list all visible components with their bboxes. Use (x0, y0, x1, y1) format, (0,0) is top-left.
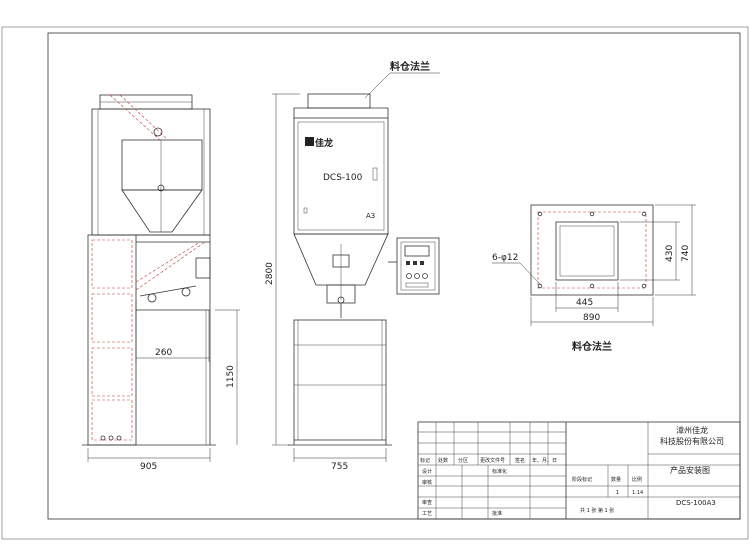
dim-755: 755 (331, 462, 348, 472)
inner-border (47, 32, 741, 520)
a3-mark: A3 (366, 212, 375, 220)
qty-value: 1 (616, 490, 619, 496)
hdr-scale: 比例 (632, 476, 642, 483)
hdr-qty: 数量 (611, 476, 621, 483)
dim-445: 445 (576, 298, 593, 308)
rev-hdr-doc: 更改文件号 (480, 457, 505, 464)
dim-740: 740 (681, 245, 691, 262)
dim-260: 260 (155, 348, 172, 358)
front-view: 料仓法兰 佳龙 DCS-100 A3 (265, 60, 440, 472)
rev-hdr-mark: 标记 (420, 457, 430, 464)
drawing-no: DCS-100A3 (676, 499, 716, 507)
side-view: 260 1150 905 (82, 94, 240, 472)
dim-holes: 6-φ12 (492, 253, 518, 263)
row-design: 设计 (422, 468, 432, 475)
rev-hdr-zone: 分区 (458, 457, 468, 464)
rev-hdr-sign: 签名 (515, 457, 525, 464)
scale-value: 1:14 (632, 490, 643, 496)
flange-view: 6-φ12 445 890 430 740 料仓法兰 (492, 204, 696, 353)
dim-2800: 2800 (265, 262, 275, 285)
rev-hdr-date: 年、月、日 (532, 457, 557, 464)
company-line2: 科技股份有限公司 (660, 436, 724, 446)
row-review: 审查 (422, 499, 432, 506)
drawing-name: 产品安装图 (670, 465, 710, 475)
hdr-stage: 阶段标记 (572, 476, 592, 483)
row-check: 审核 (422, 479, 432, 486)
title-block: 标记 处数 分区 更改文件号 签名 年、月、日 设计 审核 审查 工艺 标准化 … (417, 421, 741, 520)
sheet-info: 共 1 张 第 1 张 (580, 507, 614, 514)
brand-text: 佳龙 (315, 137, 333, 149)
dim-1150: 1150 (226, 365, 236, 388)
rev-hdr-count: 处数 (438, 457, 448, 464)
brand-logo (305, 137, 314, 146)
company-line1: 漳州佳龙 (676, 425, 708, 435)
model-on-panel: DCS-100 (323, 173, 363, 183)
label-flange-top: 料仓法兰 (390, 60, 430, 73)
std-label: 标准化 (492, 468, 507, 475)
label-flange-bottom: 料仓法兰 (572, 340, 612, 353)
approve-label: 批准 (492, 510, 502, 517)
row-process: 工艺 (422, 511, 432, 517)
outer-border (1, 26, 749, 540)
dim-890: 890 (583, 313, 600, 323)
dim-430: 430 (665, 245, 675, 262)
dim-905: 905 (140, 462, 157, 472)
